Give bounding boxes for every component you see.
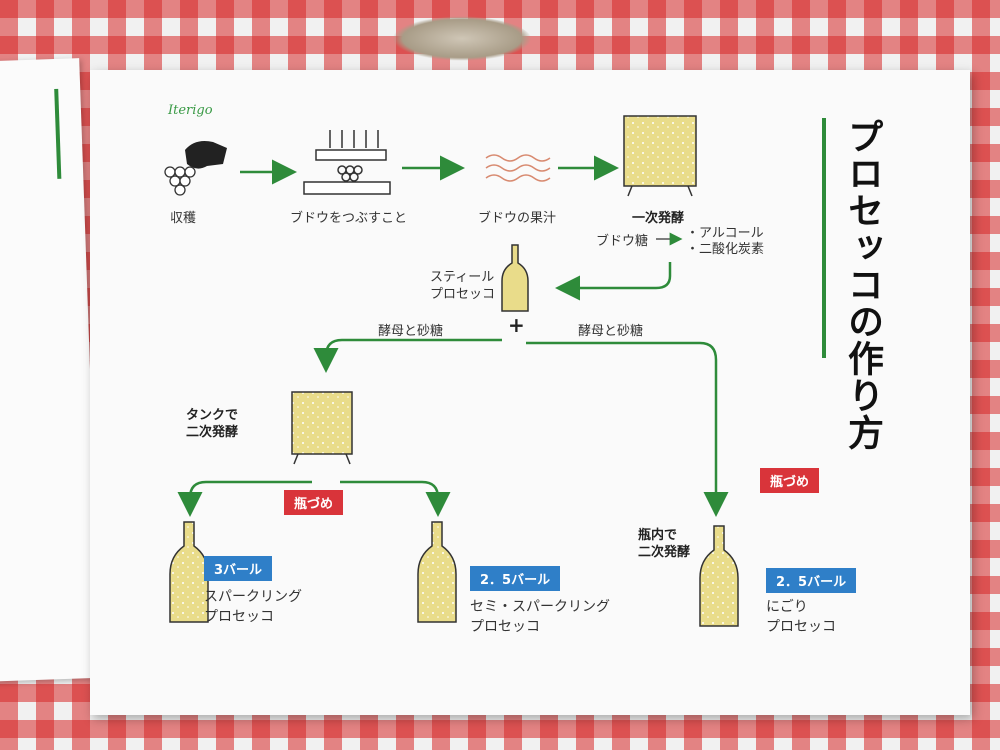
still-label-line1: スティール bbox=[430, 270, 495, 285]
plus-sign: + bbox=[508, 313, 525, 337]
alcohol-label: ・アルコール bbox=[686, 226, 764, 241]
still-bottle-icon bbox=[501, 244, 529, 312]
bottle-ferment-line2: 二次発酵 bbox=[638, 545, 691, 560]
sparkling-name-line2: プロセッコ bbox=[204, 609, 274, 625]
co2-label: ・二酸化炭素 bbox=[686, 242, 765, 257]
bottling-tag-right: 瓶づめ bbox=[760, 468, 820, 493]
title-bar bbox=[822, 118, 826, 358]
sparkling-bottle-icon bbox=[169, 521, 209, 623]
sparkling-name-line1: スパークリング bbox=[204, 589, 302, 605]
second-ferment-tank bbox=[291, 391, 353, 465]
tank-label-line2: 二次発酵 bbox=[186, 425, 239, 440]
crush-label: ブドウをつぶすこと bbox=[290, 211, 408, 226]
juice-label: ブドウの果汁 bbox=[478, 211, 557, 226]
bottle-ferment-line1: 瓶内で bbox=[638, 528, 678, 543]
page-title: プロセッコの作り方 bbox=[842, 118, 883, 451]
cloudy-bottle-icon bbox=[699, 525, 739, 627]
yeast-sugar-left: 酵母と砂糖 bbox=[378, 324, 444, 339]
semi-name-line2: プロセッコ bbox=[470, 619, 540, 635]
first-ferment-label: 一次発酵 bbox=[632, 211, 685, 226]
debris-decoration bbox=[392, 16, 532, 61]
pressure-tag-sparkling: 3バール bbox=[204, 556, 273, 581]
harvest-label: 収穫 bbox=[170, 211, 197, 226]
arrow-to-sparkling bbox=[177, 480, 312, 517]
harvest-icon bbox=[164, 141, 227, 196]
semi-name-line1: セミ・スパークリング bbox=[470, 599, 610, 615]
press-icon bbox=[303, 130, 391, 195]
tank-label-line1: タンクで bbox=[186, 408, 239, 423]
arrow-to-tank bbox=[313, 338, 502, 373]
first-ferment-tank bbox=[623, 115, 697, 197]
sugar-label: ブドウ糖 bbox=[596, 234, 649, 249]
arrow-to-still bbox=[555, 262, 672, 301]
still-label-line2: プロセッコ bbox=[430, 287, 496, 302]
pressure-tag-semi: 2．5バール bbox=[470, 566, 561, 591]
yeast-sugar-right: 酵母と砂糖 bbox=[578, 324, 644, 339]
arrow-to-bottle-ferment bbox=[526, 341, 729, 517]
bottling-tag-left: 瓶づめ bbox=[284, 490, 344, 515]
brand-logo: Iterigo bbox=[168, 103, 213, 118]
juice-icon bbox=[485, 154, 551, 182]
cloudy-name-line2: プロセッコ bbox=[766, 619, 836, 635]
pressure-tag-cloudy: 2．5バール bbox=[766, 568, 857, 593]
semi-sparkling-bottle-icon bbox=[417, 521, 457, 623]
cloudy-name-line1: にごり bbox=[766, 599, 808, 615]
arrow-to-semi-sparkling bbox=[340, 480, 451, 517]
